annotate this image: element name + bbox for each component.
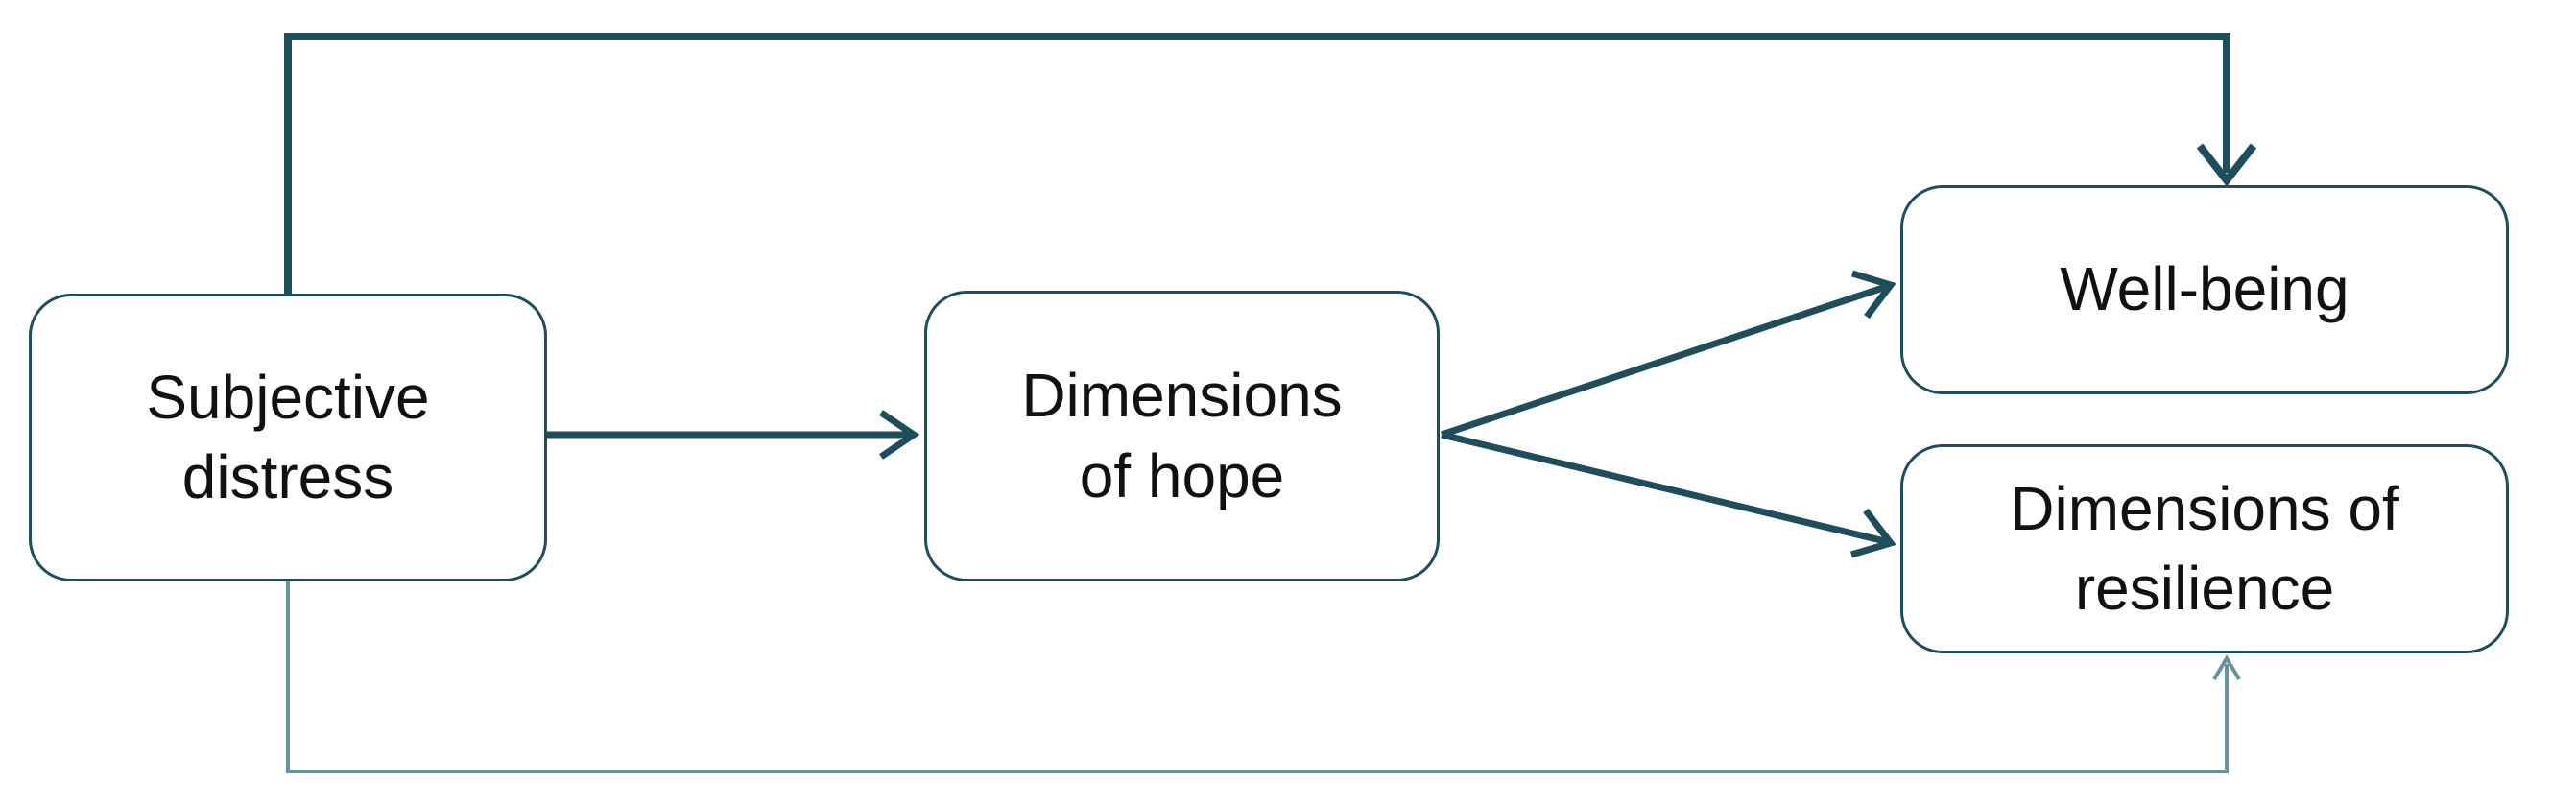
node-label-dimensions-of-hope: Dimensions of hope [1021, 361, 1343, 510]
node-subjective-distress: Subjective distress [29, 294, 547, 581]
node-label-dimensions-of-resilience: Dimensions of resilience [2010, 473, 2399, 623]
edge-distress-to-wellbeing [284, 33, 2230, 294]
arrowhead-wellbeing-top [2196, 143, 2257, 187]
arrowhead-resilience [1850, 508, 1896, 558]
edge-hope-to-resilience [1441, 431, 1890, 546]
arrowhead-hope [879, 410, 920, 460]
node-label-well-being: Well-being [2060, 254, 2349, 324]
node-well-being: Well-being [1900, 185, 2509, 394]
node-dimensions-of-resilience: Dimensions of resilience [1900, 444, 2509, 653]
node-dimensions-of-hope: Dimensions of hope [924, 291, 1440, 581]
arrowhead-resilience-bottom [2212, 654, 2241, 681]
arrowhead-wellbeing [1850, 270, 1896, 320]
edge-hope-to-wellbeing [1440, 282, 1891, 439]
node-label-subjective-distress: Subjective distress [146, 362, 430, 511]
edge-distress-to-resilience [286, 581, 2229, 773]
